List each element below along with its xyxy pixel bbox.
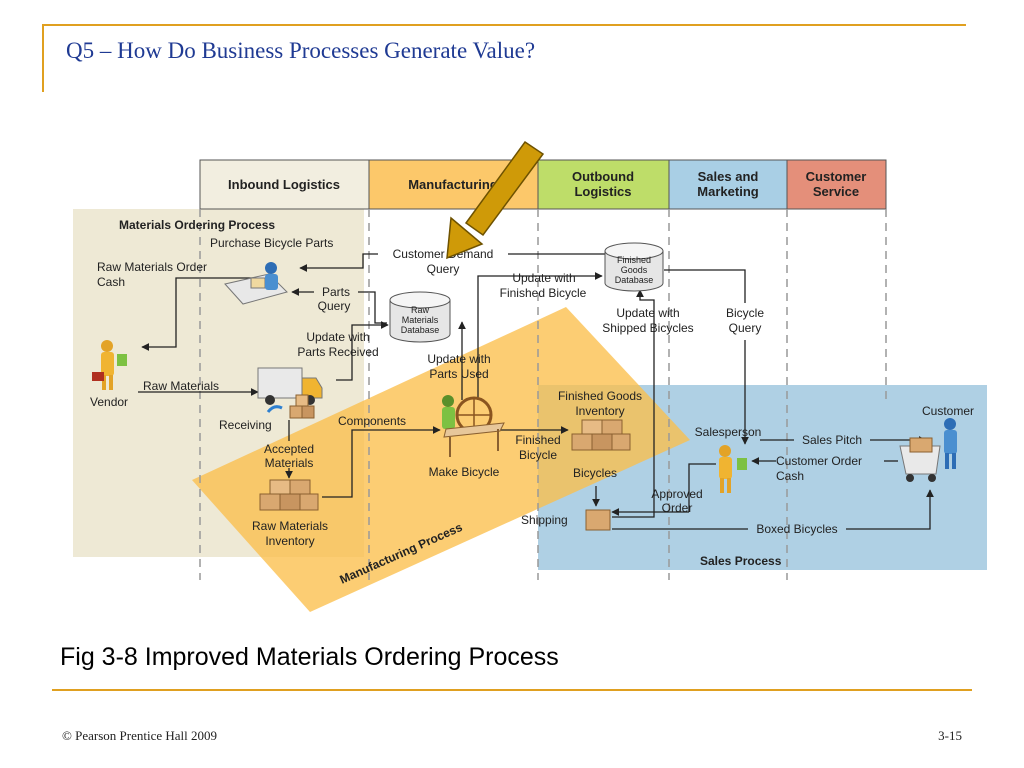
pointer-arrow-icon bbox=[446, 140, 545, 260]
customer-cart-icon bbox=[899, 418, 957, 482]
update-shipped-label-2: Shipped Bicycles bbox=[602, 321, 693, 335]
sales-process-title: Sales Process bbox=[700, 554, 782, 568]
finished-bicycle-label-1: Finished bbox=[515, 433, 560, 447]
purchase-bicycle-parts-label: Purchase Bicycle Parts bbox=[210, 236, 333, 250]
bicycle-query-label-1: Bicycle bbox=[726, 306, 764, 320]
accepted-materials-label-2: Materials bbox=[265, 456, 314, 470]
raw-db-label-1: Raw bbox=[411, 305, 430, 315]
update-parts-used-label-1: Update with bbox=[427, 352, 490, 366]
fg-db-label-3: Database bbox=[615, 275, 654, 285]
header-outbound-logistics bbox=[537, 159, 670, 210]
boxes-icon bbox=[259, 479, 319, 511]
parts-query-label-2: Query bbox=[318, 299, 351, 313]
boxed-bicycles-label: Boxed Bicycles bbox=[756, 522, 837, 536]
vendor-label: Vendor bbox=[90, 395, 128, 409]
sales-pitch-label: Sales Pitch bbox=[802, 433, 862, 447]
materials-ordering-title: Materials Ordering Process bbox=[119, 218, 275, 232]
database-icon: Finished Goods Database bbox=[604, 242, 664, 292]
delivery-truck-icon bbox=[257, 367, 323, 413]
boxes-icon bbox=[571, 419, 631, 451]
header-sales-label-1: Sales and bbox=[698, 169, 759, 184]
update-parts-received-label-2: Parts Received bbox=[297, 345, 378, 359]
approved-order-label-1: Approved bbox=[651, 487, 702, 501]
salesperson-label: Salesperson bbox=[695, 425, 762, 439]
parts-query-label-1: Parts bbox=[322, 285, 350, 299]
raw-materials-label: Raw Materials bbox=[143, 379, 219, 393]
raw-materials-inventory-label-2: Inventory bbox=[265, 534, 314, 548]
value-chain-header: Inbound Logistics Manufacturing Outbound… bbox=[199, 159, 887, 210]
column-dividers bbox=[199, 209, 887, 580]
database-icon: Raw Materials Database bbox=[389, 291, 451, 343]
header-sales-marketing bbox=[668, 159, 788, 210]
fg-db-label-1: Finished bbox=[617, 255, 651, 265]
customer-demand-label-2: Query bbox=[427, 262, 460, 276]
header-outbound-label-2: Logistics bbox=[574, 184, 631, 199]
finished-goods-inventory-label-2: Inventory bbox=[575, 404, 624, 418]
shipping-label: Shipping bbox=[521, 513, 568, 527]
header-outbound-label-1: Outbound bbox=[572, 169, 634, 184]
header-inbound-logistics bbox=[199, 159, 370, 210]
bicycles-label: Bicycles bbox=[573, 466, 617, 480]
header-service-label-1: Customer bbox=[806, 169, 867, 184]
finished-goods-inventory-label-1: Finished Goods bbox=[558, 389, 642, 403]
header-inbound-label: Inbound Logistics bbox=[228, 177, 340, 192]
raw-materials-order-label-1: Raw Materials Order bbox=[97, 260, 207, 274]
raw-materials-inventory-label-1: Raw Materials bbox=[252, 519, 328, 533]
salesperson-icon bbox=[719, 445, 747, 493]
customer-demand-label-1: Customer Demand bbox=[393, 247, 494, 261]
boxes-icon bbox=[585, 509, 611, 531]
update-shipped-label-1: Update with bbox=[616, 306, 679, 320]
header-manufacturing-label: Manufacturing bbox=[408, 177, 498, 192]
finished-bicycle-label-2: Bicycle bbox=[519, 448, 557, 462]
customer-order-label-2: Cash bbox=[776, 469, 804, 483]
raw-materials-order-label-2: Cash bbox=[97, 275, 125, 289]
header-service-label-2: Service bbox=[813, 184, 859, 199]
slide-title: Q5 – How Do Business Processes Generate … bbox=[66, 38, 536, 63]
raw-db-label-3: Database bbox=[401, 325, 440, 335]
vendor-icon bbox=[92, 340, 127, 390]
components-label: Components bbox=[338, 414, 406, 428]
purchasing-agent-icon bbox=[224, 262, 288, 305]
update-finished-label-2: Finished Bicycle bbox=[500, 286, 587, 300]
customer-label: Customer bbox=[922, 404, 974, 418]
customer-order-label-1: Customer Order bbox=[776, 454, 862, 468]
slide-number: 3-15 bbox=[938, 728, 962, 743]
approved-order-label-2: Order bbox=[662, 501, 693, 515]
manufacturing-process-band bbox=[192, 307, 690, 612]
boxes-icon bbox=[289, 394, 315, 419]
fg-db-label-2: Goods bbox=[621, 265, 648, 275]
update-parts-received-label-1: Update with bbox=[306, 330, 369, 344]
header-sales-label-2: Marketing bbox=[697, 184, 758, 199]
update-finished-label-1: Update with bbox=[512, 271, 575, 285]
copyright-footer: © Pearson Prentice Hall 2009 bbox=[62, 728, 218, 743]
update-parts-used-label-2: Parts Used bbox=[429, 367, 488, 381]
bicycle-worker-icon bbox=[442, 395, 505, 457]
accepted-materials-label-1: Accepted bbox=[264, 442, 314, 456]
make-bicycle-label: Make Bicycle bbox=[429, 465, 500, 479]
figure-caption: Fig 3-8 Improved Materials Ordering Proc… bbox=[60, 643, 559, 671]
bicycle-query-label-2: Query bbox=[729, 321, 762, 335]
header-customer-service bbox=[786, 159, 887, 210]
raw-db-label-2: Materials bbox=[402, 315, 439, 325]
receiving-label: Receiving bbox=[219, 418, 272, 432]
